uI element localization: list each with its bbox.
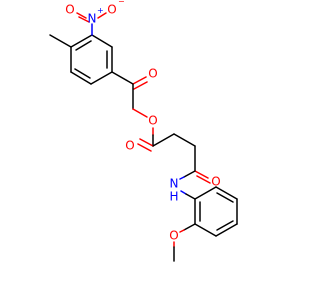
bond <box>152 133 175 147</box>
nitro-n-label: N <box>88 12 97 26</box>
bond <box>216 192 234 203</box>
succinyl-chain <box>152 133 196 172</box>
bond <box>194 170 209 179</box>
bond <box>133 81 148 90</box>
methoxy-group: O <box>169 223 196 262</box>
bond <box>194 223 217 237</box>
bond <box>139 138 154 147</box>
nitro-group: N + O O − <box>65 0 125 36</box>
bond <box>179 229 185 233</box>
bond <box>70 34 93 48</box>
bond <box>216 220 234 231</box>
bond <box>180 190 187 195</box>
methyl-bond <box>49 34 72 48</box>
amide-h-label: H <box>169 190 178 204</box>
bond <box>183 223 196 231</box>
nitro-n-charge: + <box>97 6 104 15</box>
bond <box>78 16 90 23</box>
nitrotoluene-ring <box>70 34 113 85</box>
methoxy-o-label: O <box>169 229 178 243</box>
ketone-linkage: O <box>111 67 158 110</box>
ester-carbonyl-o-label: O <box>125 139 134 153</box>
nitro-o-right-label: O <box>107 3 116 17</box>
bond <box>215 186 238 200</box>
bond <box>183 170 196 178</box>
bond <box>132 108 148 118</box>
bond <box>196 175 211 184</box>
bond <box>91 34 113 48</box>
methoxyphenyl-ring <box>194 186 238 237</box>
bond <box>132 76 147 85</box>
amide-o-label: O <box>211 175 220 189</box>
bond <box>90 71 113 85</box>
bond <box>75 40 92 51</box>
molecule-structure-diagram: N + O O − O O O O N H <box>49 0 238 262</box>
ester-linkage: O O <box>125 108 158 153</box>
bond <box>137 143 152 152</box>
bond <box>194 186 217 200</box>
bond <box>215 223 238 237</box>
bond <box>74 68 91 79</box>
amide-group: O N H <box>169 170 221 204</box>
nitro-o-charge: − <box>118 0 125 6</box>
ketone-o-label: O <box>148 67 157 81</box>
ester-o-label: O <box>148 114 157 128</box>
bond <box>173 133 196 147</box>
bond <box>70 71 92 85</box>
bond <box>76 12 87 19</box>
nitro-o-left-label: O <box>65 3 74 17</box>
bond <box>111 71 134 85</box>
amide-n-label: N <box>170 177 179 191</box>
bond <box>185 193 196 200</box>
bond <box>97 12 107 19</box>
bond <box>179 176 185 180</box>
